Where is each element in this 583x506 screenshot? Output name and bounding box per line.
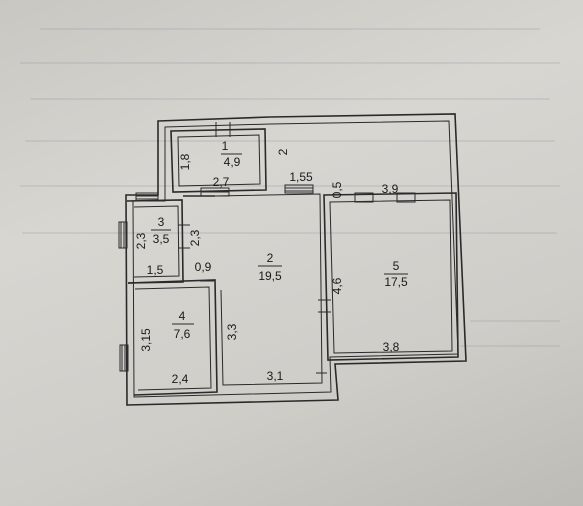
dim-r3-right: 2,3 [188, 229, 202, 246]
room-2-area: 19,5 [258, 269, 282, 283]
dim-corridor-width: 1,55 [289, 170, 313, 184]
dim-r2-bottom: 3,1 [267, 369, 284, 383]
dim-r4-left: 3,15 [139, 328, 153, 352]
room-5-walls [318, 192, 459, 361]
dim-r1-width: 2,7 [213, 175, 230, 189]
room-1-number: 1 [222, 139, 229, 153]
dim-r4-bottom: 2,4 [172, 372, 189, 386]
dim-r3-gap: 0,9 [195, 260, 212, 274]
dim-corridor-right: 2 [276, 148, 290, 155]
room-5-number: 5 [393, 259, 400, 273]
room-3-number: 3 [158, 215, 165, 229]
room-2-number: 2 [267, 251, 274, 265]
dim-r4-right: 3,3 [225, 323, 239, 340]
dim-r3-left: 2,3 [134, 232, 148, 249]
dim-r5-left-short: 0,5 [330, 181, 344, 198]
dim-r3-bottom: 1,5 [147, 263, 164, 277]
outer-walls [125, 113, 467, 406]
dim-r5-left: 4,6 [330, 277, 344, 294]
dim-r1-height: 1,8 [178, 153, 192, 170]
room-4-walls [127, 279, 218, 396]
room-1-walls [170, 122, 267, 193]
room-2-walls [183, 193, 327, 386]
room-4-number: 4 [179, 309, 186, 323]
room-4-area: 7,6 [174, 327, 191, 341]
dim-r5-top: 3,9 [382, 182, 399, 196]
room-1-area: 4,9 [224, 155, 241, 169]
room-5-area: 17,5 [384, 275, 408, 289]
window-hatches [118, 184, 416, 372]
room-3-area: 3,5 [153, 232, 170, 246]
dim-r5-bottom: 3,8 [383, 340, 400, 354]
